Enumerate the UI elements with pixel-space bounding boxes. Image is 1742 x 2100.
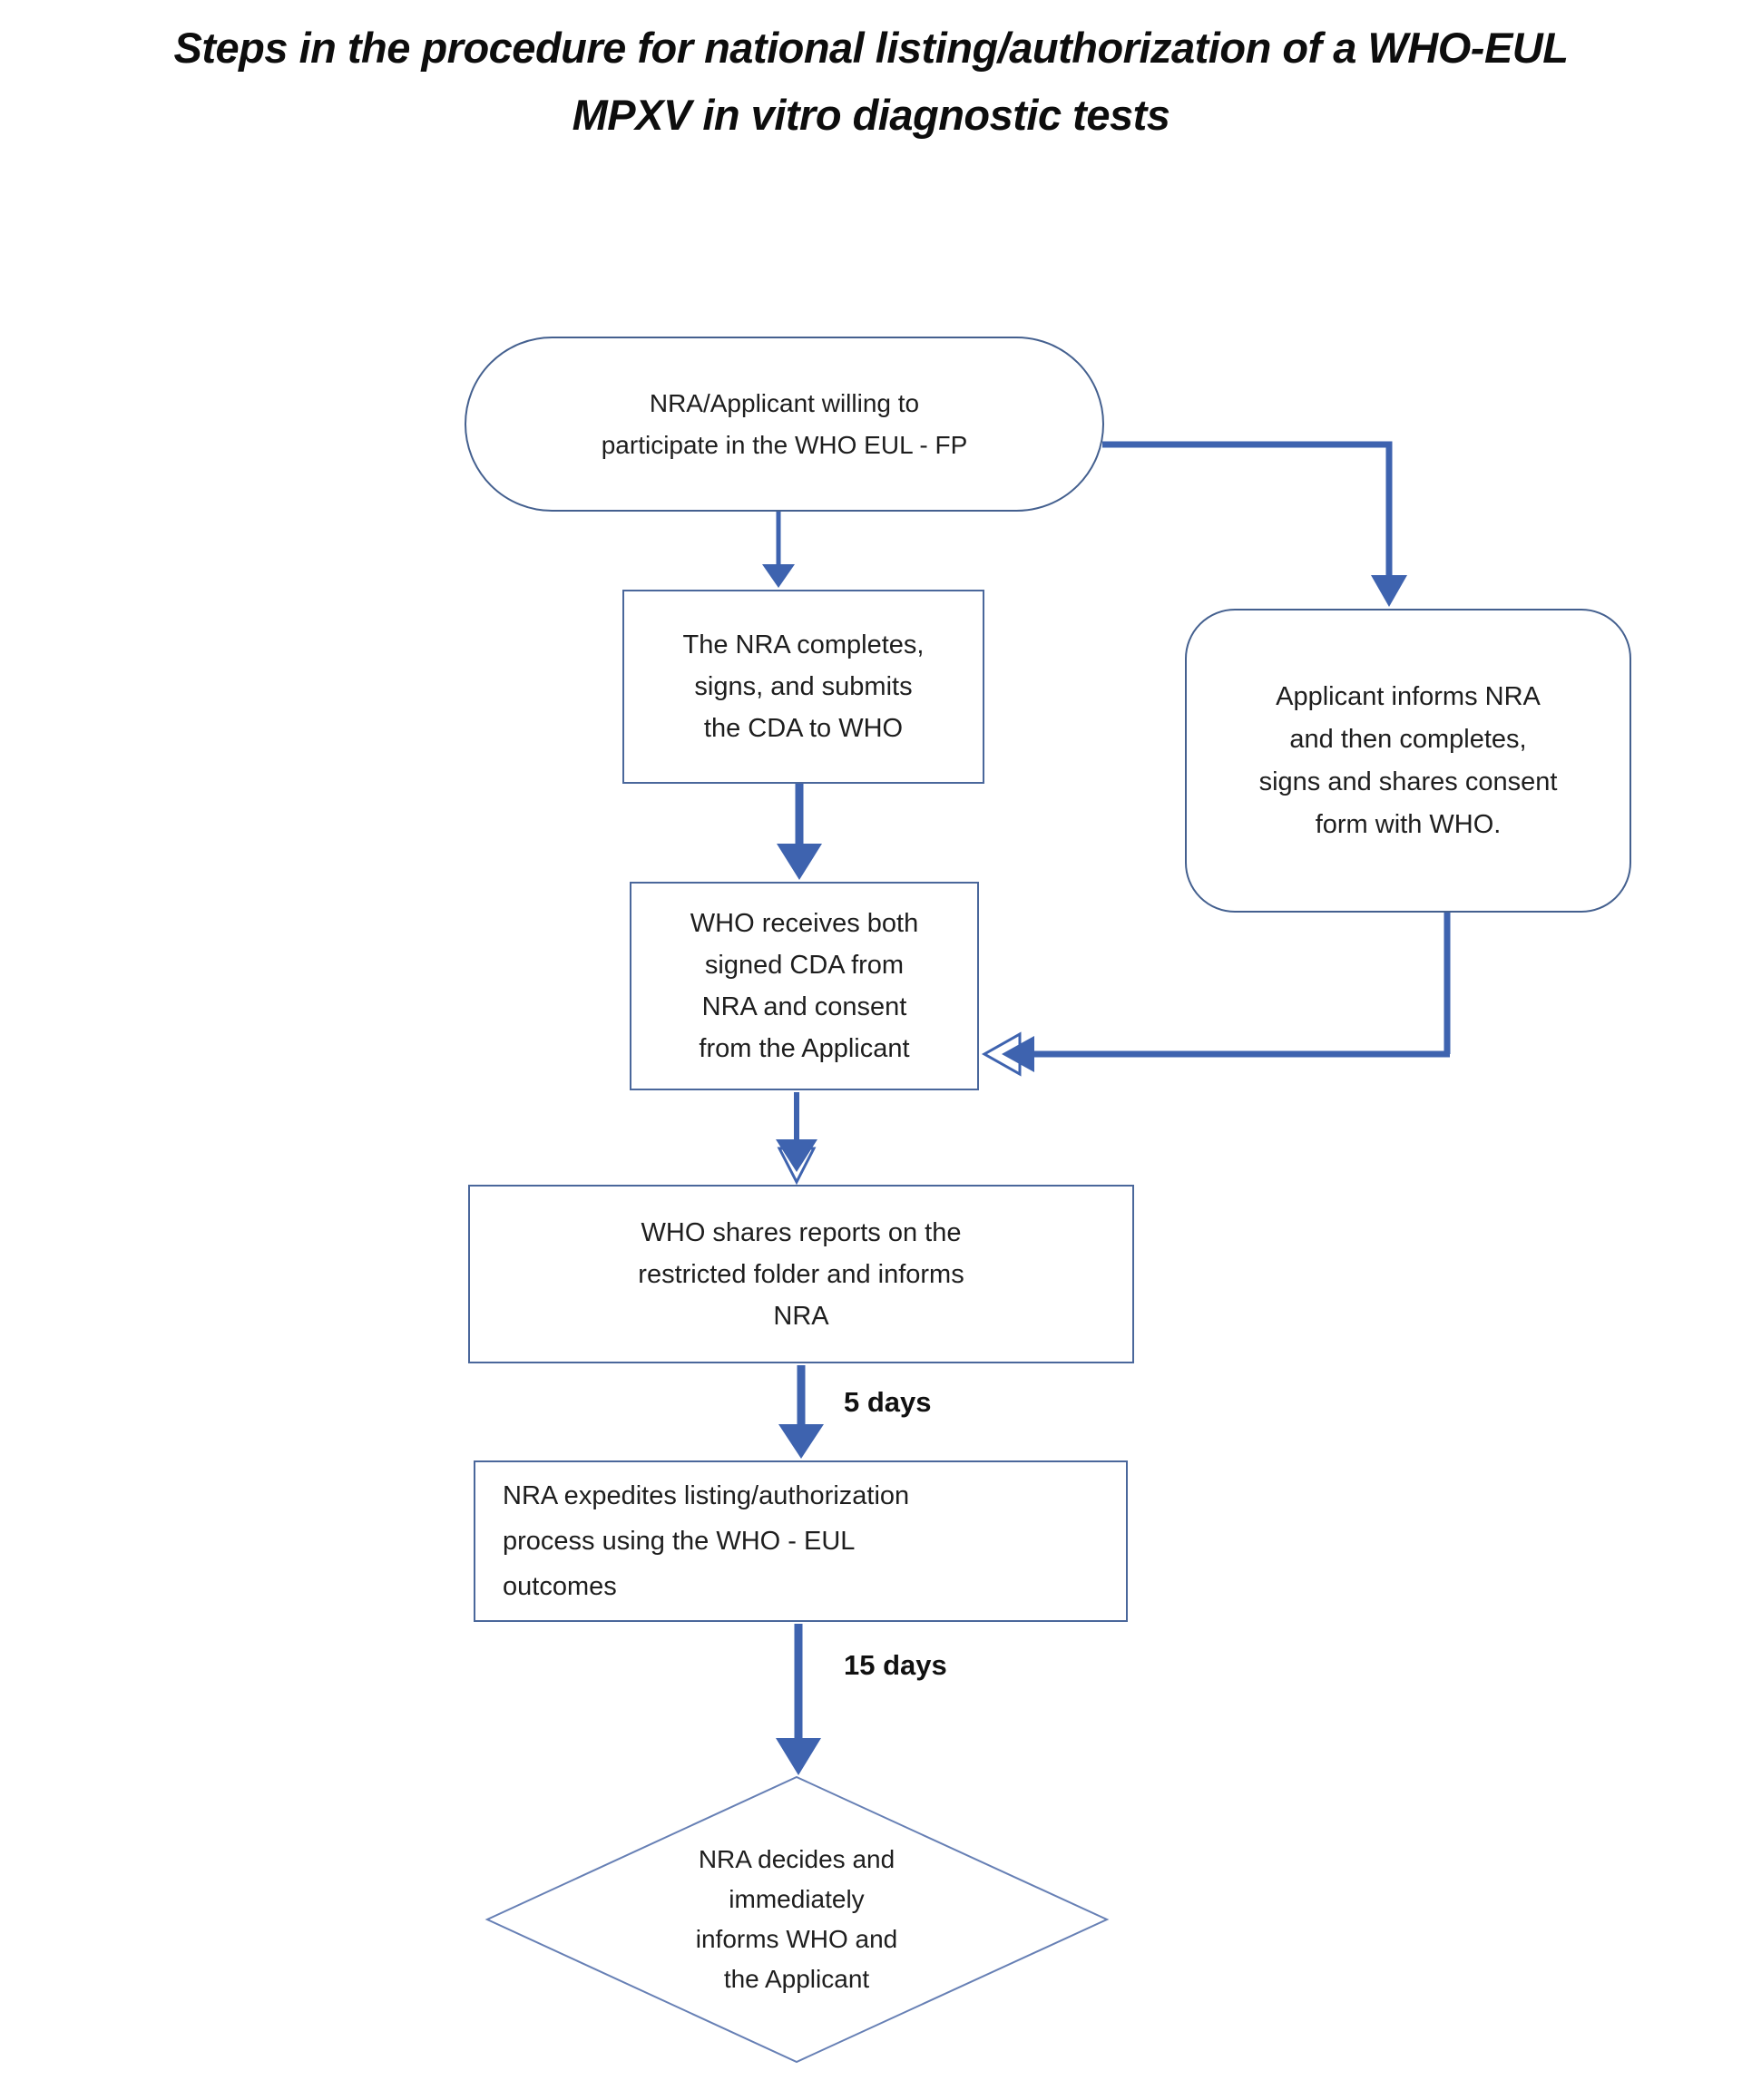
node-nra-cda: The NRA completes, signs, and submits th…	[622, 590, 984, 784]
node-nra-decides-label: NRA decides and immediately informs WHO …	[695, 1845, 898, 1993]
arrow-start-to-applicant-consent	[1102, 441, 1407, 607]
node-start: NRA/Applicant willing to participate in …	[465, 337, 1104, 512]
node-nra-expedites: NRA expedites listing/authorization proc…	[474, 1460, 1128, 1622]
arrow-applicant-consent-to-who-receives	[981, 911, 1451, 1077]
arrow-start-to-nra-cda	[762, 512, 795, 588]
arrow-nra-expedites-to-nra-decides	[776, 1624, 821, 1775]
edge-label-5-days: 5 days	[844, 1386, 932, 1418]
node-who-shares: WHO shares reports on the restricted fol…	[468, 1185, 1134, 1363]
node-nra-decides-shape	[484, 1775, 1110, 2064]
node-applicant-consent: Applicant informs NRA and then completes…	[1185, 609, 1631, 913]
page-title: Steps in the procedure for national list…	[173, 24, 1569, 139]
arrow-who-receives-to-who-shares	[776, 1092, 817, 1186]
edge-label-15-days: 15 days	[844, 1649, 947, 1681]
arrow-nra-cda-to-who-receives	[777, 784, 822, 880]
arrow-who-shares-to-nra-expedites	[778, 1365, 824, 1459]
node-who-receives: WHO receives both signed CDA from NRA an…	[630, 882, 979, 1090]
